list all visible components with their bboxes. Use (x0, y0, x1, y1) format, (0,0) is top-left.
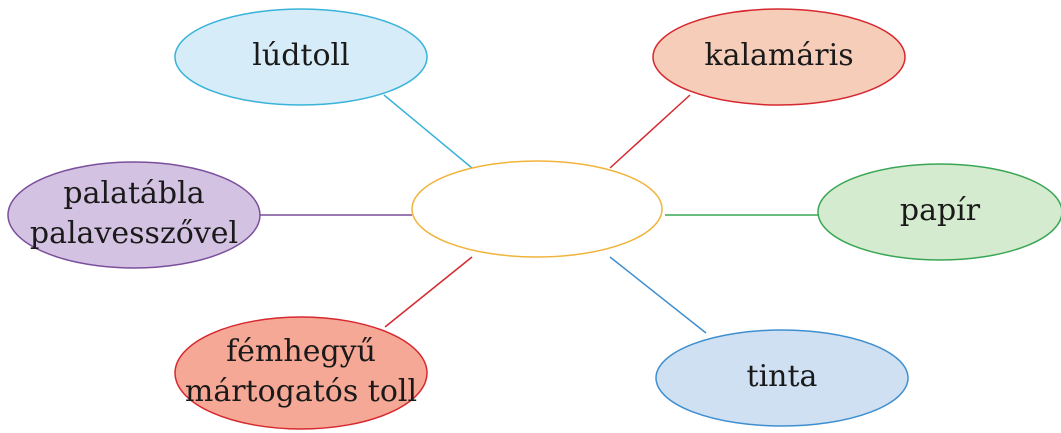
connector-femhegyu (384, 256, 473, 328)
node-femhegyu-ellipse (174, 316, 428, 430)
node-femhegyu: fémhegyű mártogatós toll (174, 316, 428, 430)
connectors (260, 94, 818, 334)
node-kalamaris: kalamáris (652, 8, 906, 106)
node-tinta: tinta (655, 329, 909, 427)
connector-tinta (609, 256, 707, 334)
node-papir-ellipse (817, 163, 1061, 261)
node-papir: papír (817, 163, 1061, 261)
connector-ludtoll (383, 94, 473, 169)
node-tinta-ellipse (655, 329, 909, 427)
node-ludtoll-label: lúdtoll (252, 38, 349, 73)
node-ludtoll: lúdtoll (174, 8, 428, 106)
connector-kalamaris (609, 94, 691, 169)
node-femhegyu-label: mártogatós toll (185, 374, 417, 409)
node-ludtoll-ellipse (174, 8, 428, 106)
node-papir-label: papír (900, 193, 981, 228)
center-node (411, 160, 663, 258)
node-femhegyu-label: fémhegyű (226, 334, 376, 369)
node-palatabla-label: palavesszővel (30, 216, 238, 251)
node-palatabla: palatábla palavesszővel (7, 161, 261, 269)
node-palatabla-label: palatábla (63, 176, 204, 211)
node-tinta-label: tinta (747, 359, 818, 394)
node-kalamaris-label: kalamáris (704, 38, 853, 73)
node-palatabla-ellipse (7, 161, 261, 269)
node-kalamaris-ellipse (652, 8, 906, 106)
